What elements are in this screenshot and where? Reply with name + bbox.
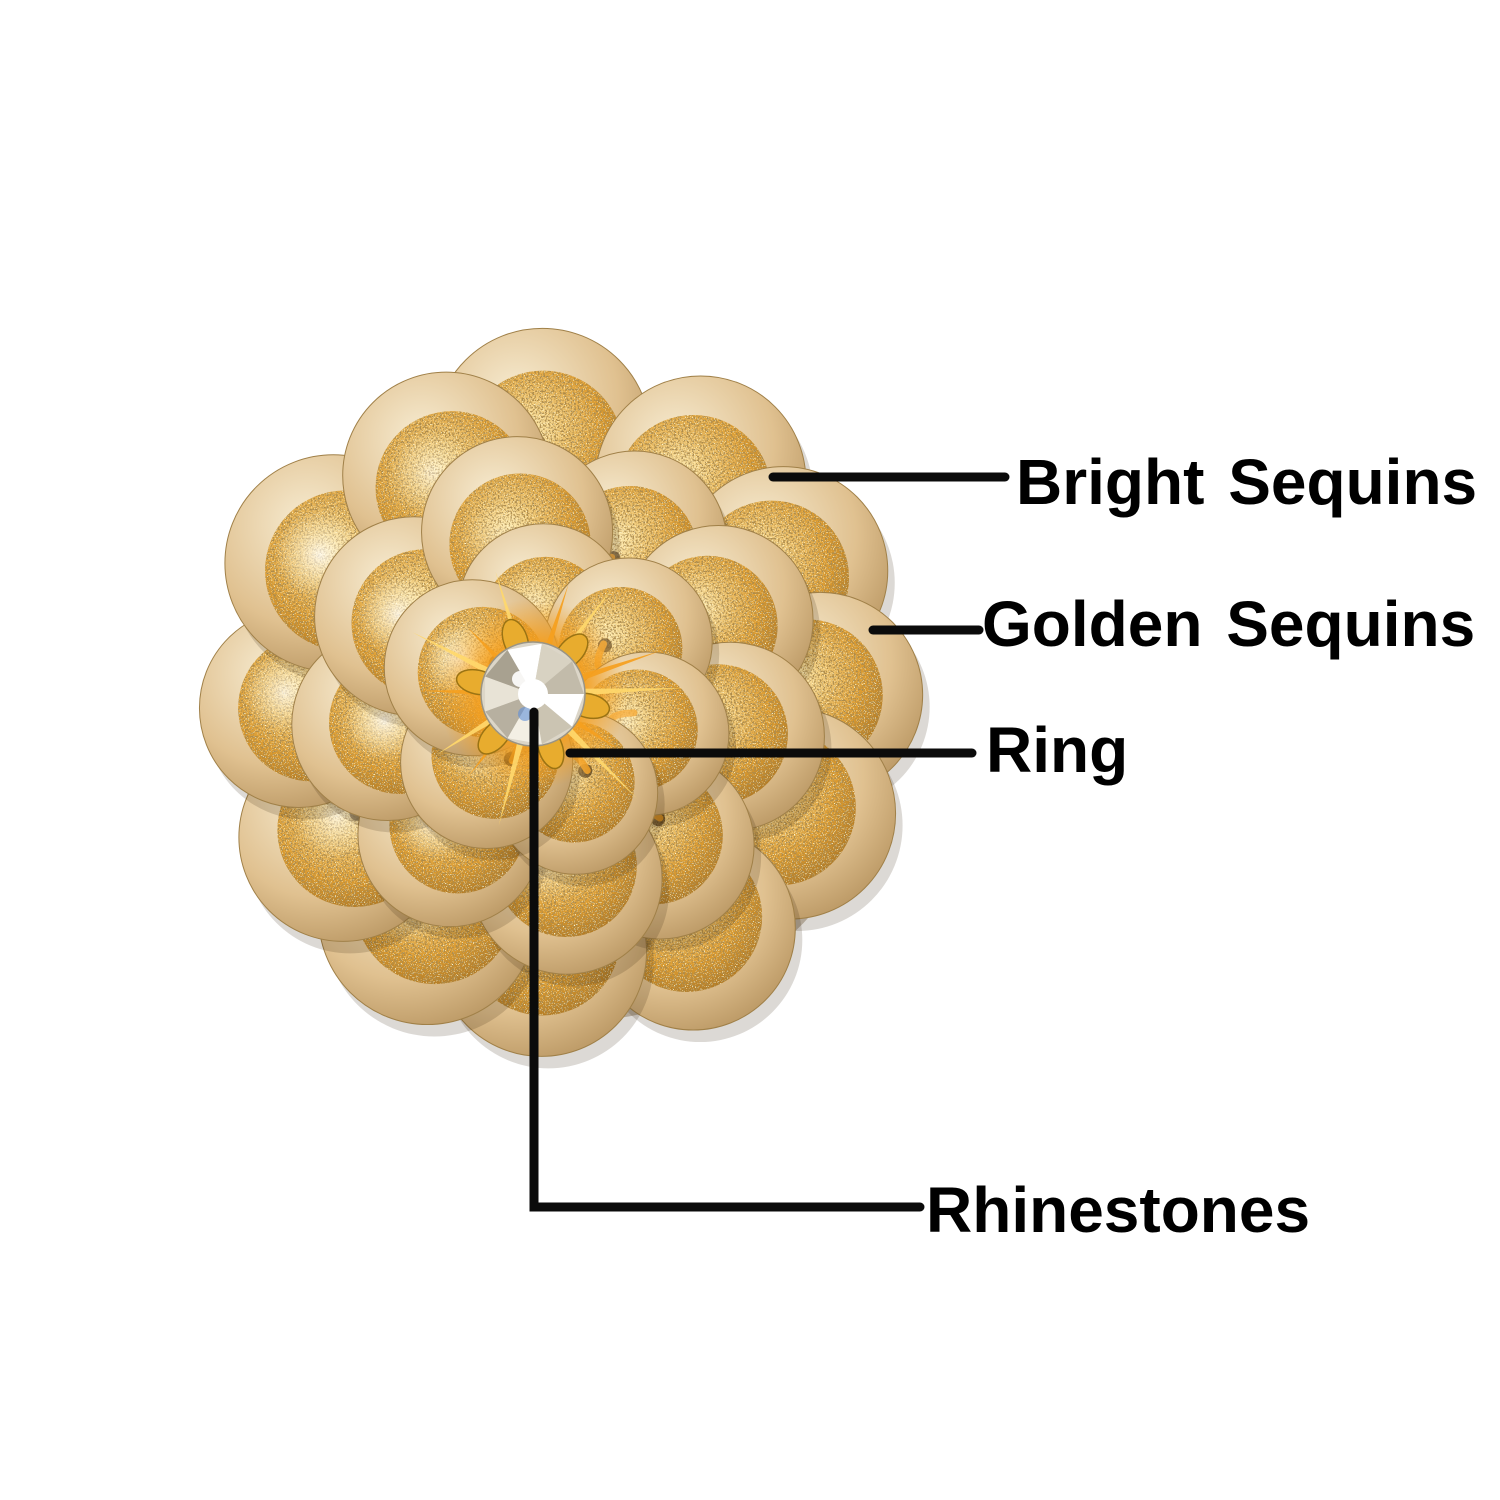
sequin-flower <box>198 327 930 1069</box>
label-ring: Ring <box>986 714 1129 786</box>
flower-center <box>412 571 683 826</box>
leader-line-rhinestones <box>529 707 925 1212</box>
label-rhinestones: Rhinestones <box>926 1174 1311 1246</box>
rhinestone <box>480 641 586 747</box>
label-bright-sequins: Bright Sequins <box>1016 446 1478 518</box>
label-golden-sequins: Golden Sequins <box>982 588 1476 660</box>
leader-lines <box>529 472 1010 1212</box>
